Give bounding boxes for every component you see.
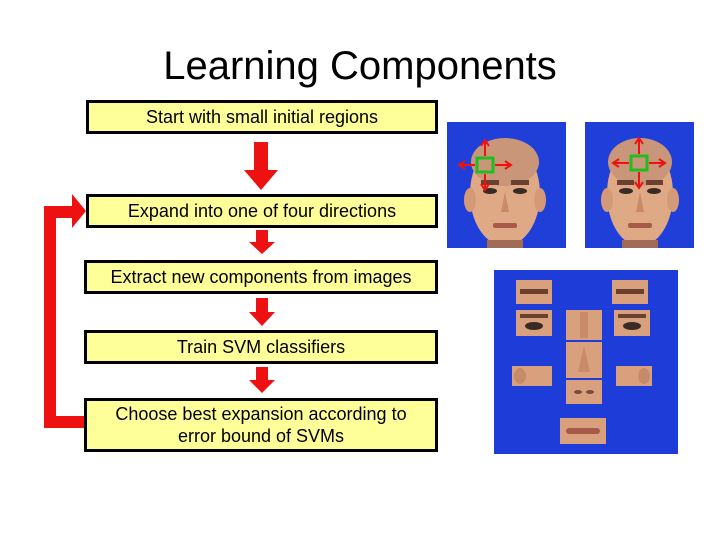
- step-label-extract: Extract new components from images: [110, 267, 412, 287]
- loop-back-arrow: [44, 194, 86, 428]
- step-box-train: Train SVM classifiers: [84, 330, 438, 364]
- component-cheek-left: [512, 366, 552, 386]
- component-cheek-right: [616, 366, 652, 386]
- step-label-start: Start with small initial regions: [145, 107, 379, 127]
- down-arrow-1: [244, 142, 278, 190]
- slide-title: Learning Components: [163, 44, 557, 88]
- step-box-extract: Extract new components from images: [84, 260, 438, 294]
- step-label-choose: Choose best expansion according to error…: [115, 404, 407, 446]
- expand-directions-marker-left: [457, 138, 513, 192]
- step-box-choose: Choose best expansion according to error…: [84, 398, 438, 452]
- step-box-start: Start with small initial regions: [86, 100, 438, 134]
- down-arrow-4: [249, 367, 275, 393]
- expand-directions-marker-right: [611, 136, 667, 190]
- component-mouth: [560, 418, 606, 444]
- component-eye-right: [614, 310, 650, 336]
- component-eyebrow-left: [516, 280, 552, 304]
- face-photo-right: [585, 122, 694, 248]
- down-arrow-2: [249, 230, 275, 254]
- component-eyebrow-right: [612, 280, 648, 304]
- step-label-expand: Expand into one of four directions: [127, 201, 397, 221]
- components-panel: [494, 270, 678, 454]
- down-arrow-3: [249, 298, 275, 326]
- component-nose-bridge: [566, 310, 602, 340]
- component-nose: [566, 342, 602, 378]
- component-nostrils: [566, 380, 602, 404]
- step-box-expand: Expand into one of four directions: [86, 194, 438, 228]
- component-eye-left: [516, 310, 552, 336]
- step-label-train: Train SVM classifiers: [176, 337, 346, 357]
- face-photo-left: [447, 122, 566, 248]
